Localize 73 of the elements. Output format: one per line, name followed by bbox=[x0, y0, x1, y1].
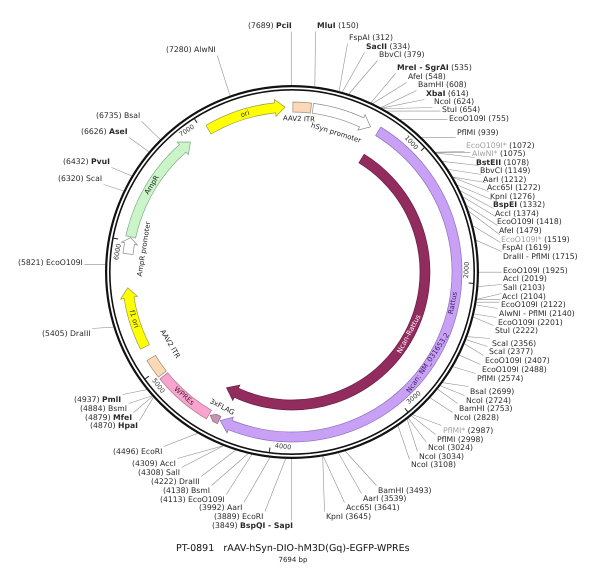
leader-line bbox=[442, 382, 469, 387]
leader-line bbox=[436, 152, 471, 153]
leader-line bbox=[460, 190, 494, 209]
leader-line bbox=[211, 453, 248, 486]
leader-line bbox=[338, 43, 348, 92]
leader-line bbox=[398, 426, 410, 460]
leader-line bbox=[164, 433, 198, 447]
leader-line bbox=[122, 389, 147, 395]
leader-line bbox=[128, 396, 152, 404]
leader-line bbox=[478, 272, 502, 273]
leader-line bbox=[476, 293, 502, 300]
leader-line bbox=[406, 418, 418, 452]
leader-line bbox=[421, 137, 456, 138]
leader-line bbox=[453, 177, 489, 192]
leader-line bbox=[84, 264, 106, 265]
leader-line bbox=[473, 316, 494, 326]
leader-line bbox=[467, 336, 491, 339]
leader-line bbox=[348, 60, 378, 94]
leader-line bbox=[103, 184, 124, 192]
leader-line bbox=[200, 450, 236, 477]
leader-line bbox=[382, 107, 433, 110]
leader-line bbox=[452, 366, 476, 374]
leader-line bbox=[338, 452, 362, 494]
leader-line bbox=[430, 398, 453, 413]
leader-line bbox=[459, 354, 481, 365]
leader-line bbox=[322, 456, 325, 512]
leader-line bbox=[440, 385, 465, 396]
leader-line bbox=[476, 299, 501, 300]
leader-line bbox=[466, 205, 498, 226]
leader-line bbox=[372, 82, 407, 104]
leader-line bbox=[323, 456, 345, 503]
leader-line bbox=[382, 99, 425, 108]
leader-line bbox=[452, 176, 486, 183]
leader-line bbox=[474, 314, 497, 318]
plasmid-title: PT-0891 rAAV-hSyn-DIO-hM3D(Gq)-EGFP-WPREs bbox=[176, 543, 410, 554]
leader-line bbox=[472, 226, 501, 243]
leader-line bbox=[133, 396, 153, 413]
leader-line bbox=[314, 31, 316, 87]
leader-line bbox=[436, 152, 475, 158]
leader-line bbox=[290, 31, 292, 86]
leader-line bbox=[400, 119, 448, 120]
leader-line bbox=[464, 344, 484, 356]
leader-line bbox=[408, 418, 427, 443]
leader-line bbox=[177, 446, 224, 459]
leader-line bbox=[291, 458, 292, 521]
leader-line bbox=[412, 414, 442, 426]
leader-line bbox=[128, 137, 150, 152]
leader-line bbox=[437, 388, 458, 404]
leader-line bbox=[141, 121, 160, 140]
leader-line bbox=[448, 169, 482, 175]
leader-line bbox=[386, 110, 441, 112]
leader-line bbox=[92, 326, 114, 329]
leader-line bbox=[264, 458, 286, 512]
leader-line bbox=[244, 457, 270, 503]
leader-line bbox=[111, 167, 132, 176]
leader-line bbox=[370, 73, 396, 103]
leader-line bbox=[468, 211, 500, 235]
leader-line bbox=[476, 240, 502, 252]
leader-line bbox=[435, 151, 465, 152]
leader-line bbox=[345, 450, 377, 486]
leader-line bbox=[411, 416, 436, 435]
leader-line bbox=[457, 184, 492, 200]
leader-line bbox=[226, 454, 252, 495]
leader-line bbox=[463, 196, 496, 217]
leader-line bbox=[476, 304, 498, 309]
leader-line bbox=[478, 284, 502, 287]
leader-line bbox=[216, 55, 230, 96]
leader-line bbox=[181, 446, 224, 468]
leader-line bbox=[466, 339, 488, 347]
leader-line bbox=[342, 52, 365, 92]
leader-line bbox=[442, 161, 479, 166]
leader-line bbox=[139, 397, 154, 421]
leader-line bbox=[380, 90, 417, 108]
